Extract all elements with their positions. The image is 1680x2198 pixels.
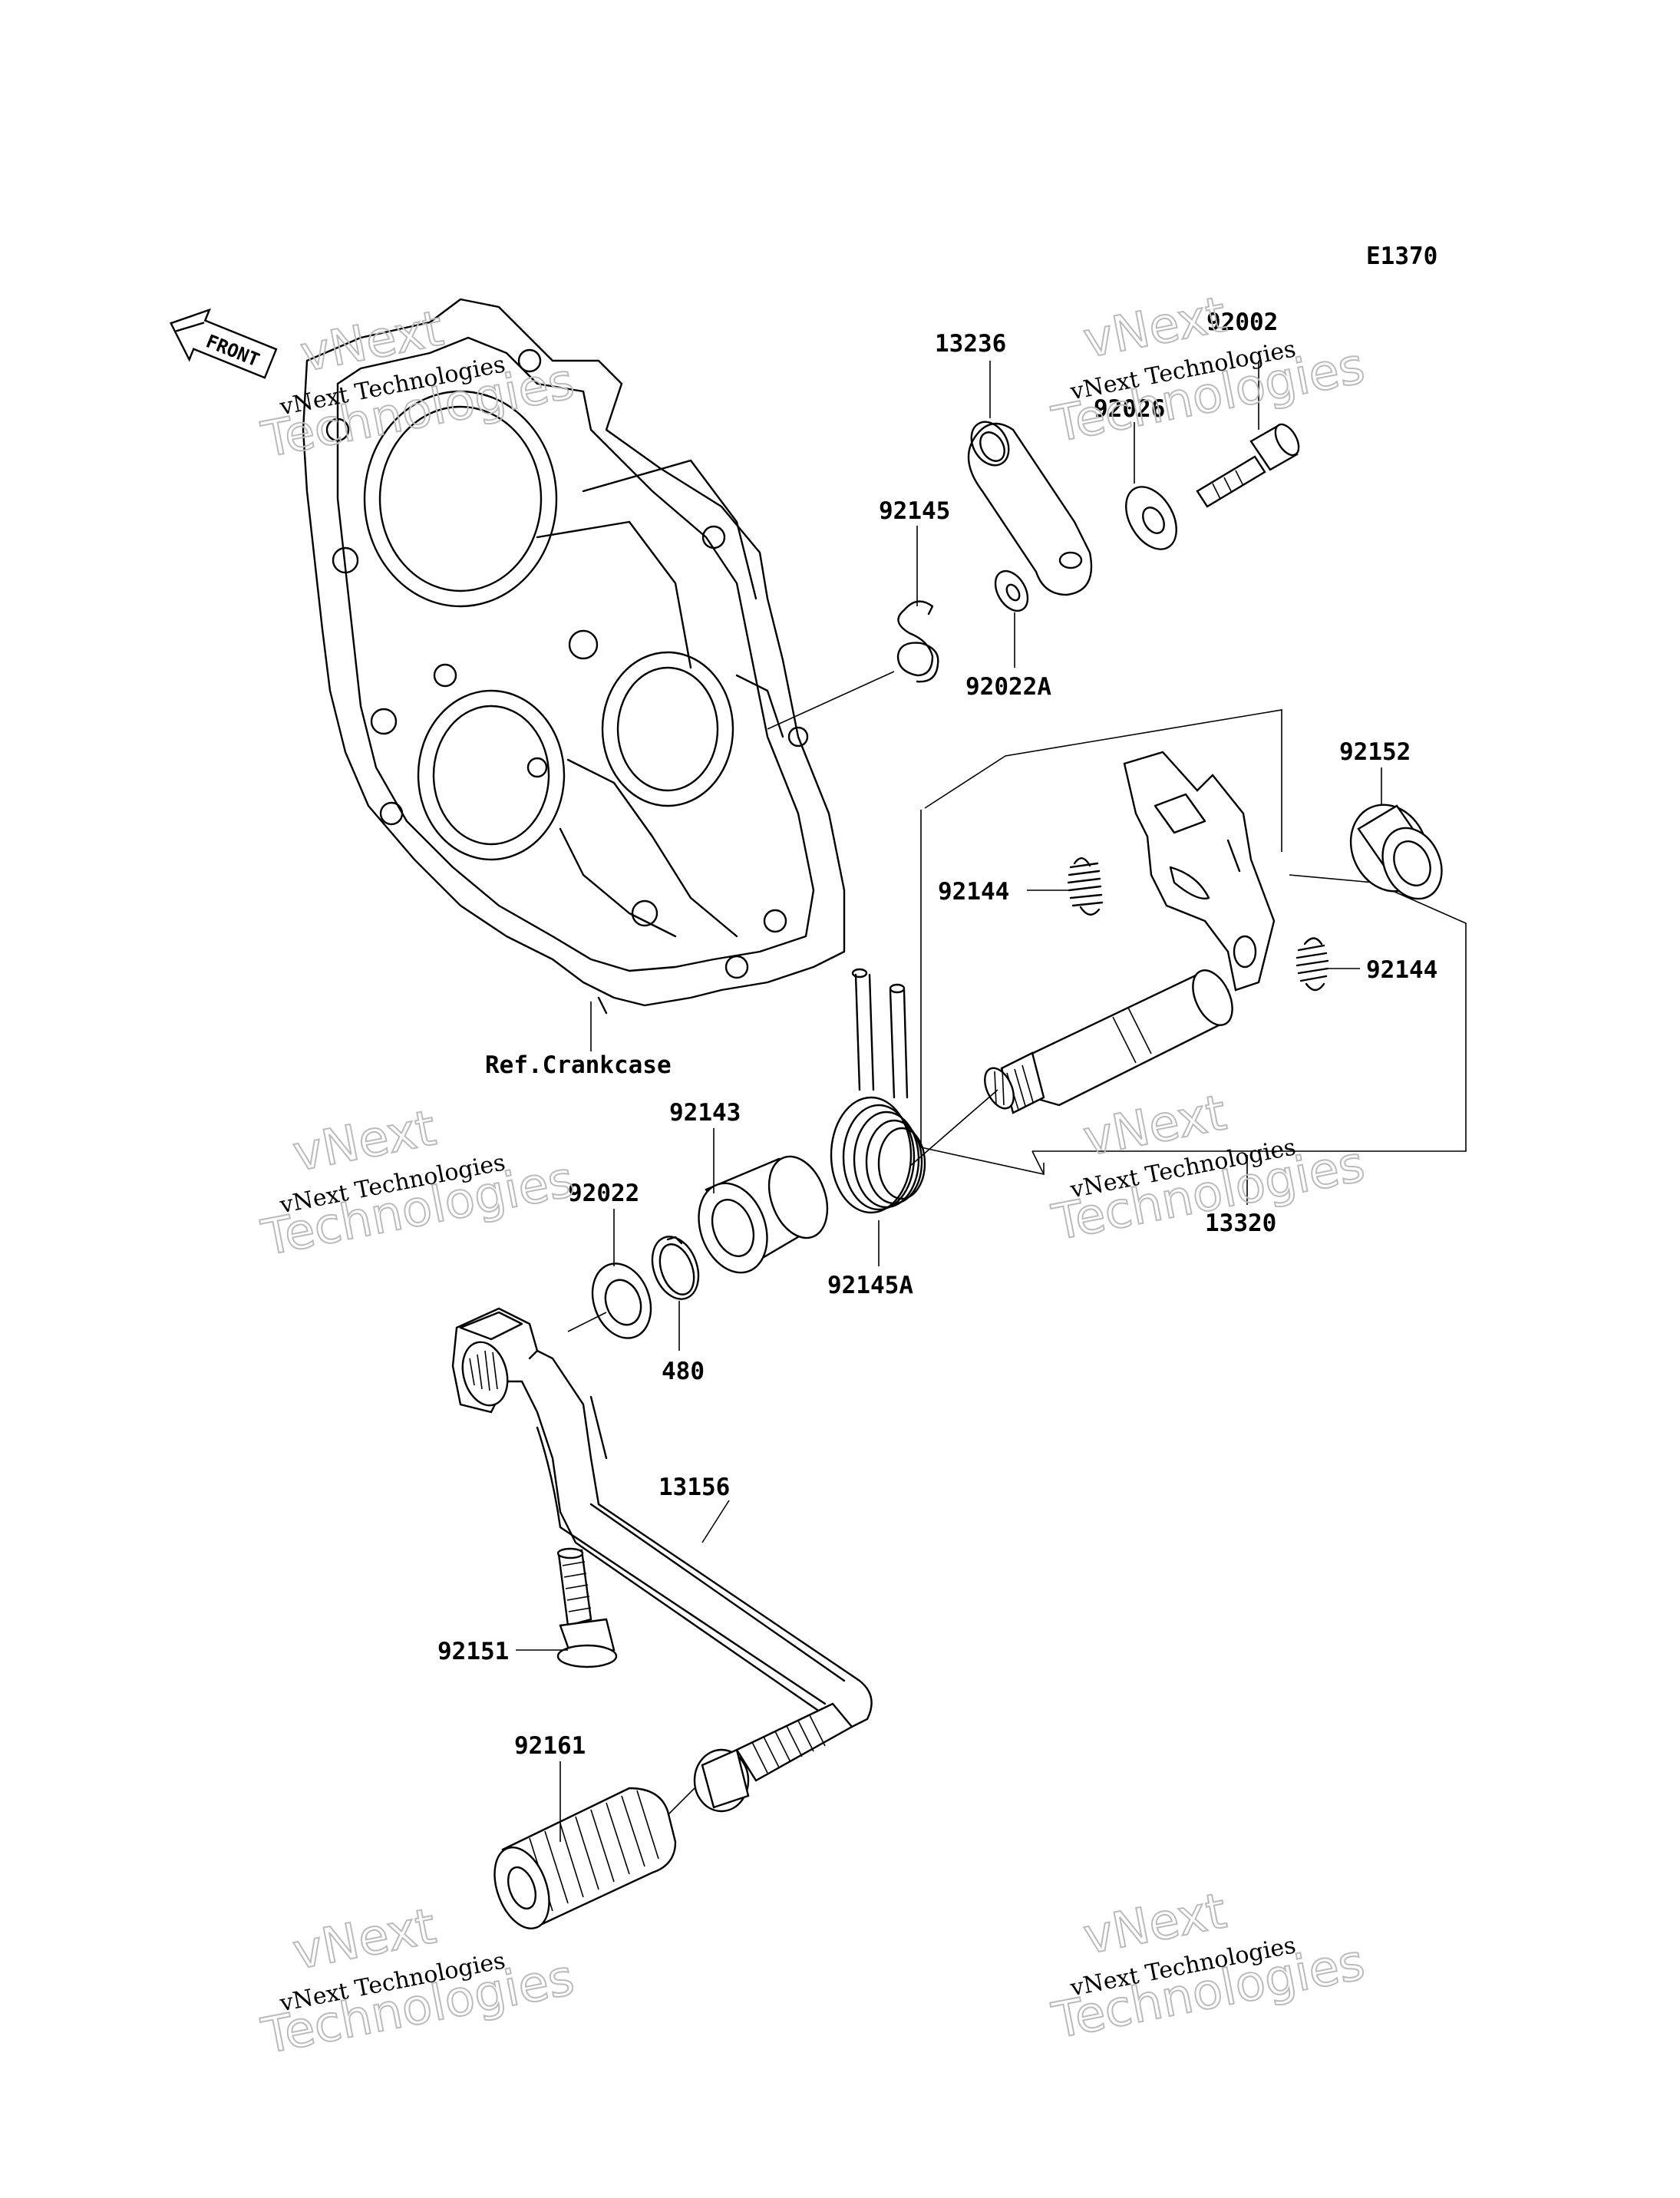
- part-label-92151[interactable]: 92151: [437, 1638, 509, 1665]
- collar-92143-drawing: [698, 1155, 829, 1274]
- washer-92022-drawing: [591, 1262, 652, 1339]
- washer-92022a-drawing: [994, 569, 1029, 612]
- footpeg-shaft-drawing: [693, 1702, 853, 1813]
- part-label-13320[interactable]: 13320: [1205, 1210, 1276, 1237]
- part-label-92161[interactable]: 92161: [514, 1732, 586, 1760]
- spring-92145-drawing: [896, 600, 939, 683]
- part-label-92143[interactable]: 92143: [669, 1099, 741, 1127]
- part-label-92022a[interactable]: 92022A: [965, 673, 1051, 701]
- leader-line: [567, 1312, 607, 1332]
- circlip-480-drawing: [651, 1236, 700, 1300]
- assembly-frame: [920, 810, 1045, 1175]
- part-label-92145a[interactable]: 92145A: [827, 1272, 913, 1299]
- ref-crankcase-label: Ref.Crankcase: [485, 1051, 672, 1079]
- spring-92144-upper-drawing: [1067, 857, 1104, 916]
- part-label-480[interactable]: 480: [662, 1358, 705, 1385]
- part-label-92002[interactable]: 92002: [1206, 309, 1278, 336]
- shift-lever-arm-drawing: [967, 421, 1093, 596]
- watermark-top-left: vNext vNext Technologies Technologies: [256, 299, 579, 470]
- assembly-frame: [1031, 1150, 1045, 1175]
- leader-line: [767, 671, 895, 730]
- front-arrow-icon: FRONT: [169, 308, 278, 379]
- part-label-92152[interactable]: 92152: [1339, 738, 1411, 766]
- assembly-frame: [1032, 882, 1467, 1152]
- collar-92152-drawing: [1349, 804, 1443, 900]
- watermark-top-right: vNext vNext Technologies Technologies: [1047, 285, 1370, 454]
- leader-line: [1289, 874, 1375, 883]
- assembly-frame: [924, 709, 1282, 852]
- spring-92145a-drawing: [830, 968, 926, 1214]
- bolt-92151-drawing: [556, 1547, 618, 1668]
- leader-lines: [516, 361, 1382, 1842]
- diagram-code: E1370: [1366, 243, 1437, 270]
- shift-pedal-drawing: [451, 1307, 873, 1728]
- washer-92026-drawing: [1125, 486, 1177, 550]
- shift-shaft-drawing: [984, 751, 1276, 1114]
- part-label-13156[interactable]: 13156: [658, 1474, 730, 1501]
- leader-line: [909, 1089, 998, 1167]
- part-label-92022[interactable]: 92022: [568, 1180, 639, 1207]
- rubber-92161-drawing: [493, 1787, 677, 1930]
- part-label-92144-lower[interactable]: 92144: [1366, 956, 1437, 984]
- part-label-92145[interactable]: 92145: [879, 497, 950, 525]
- watermark-bottom-right: vNext vNext Technologies Technologies: [1047, 1882, 1370, 2051]
- spring-92144-lower-drawing: [1295, 937, 1329, 992]
- part-label-92026[interactable]: 92026: [1094, 395, 1165, 423]
- bolt-92002-drawing: [1196, 423, 1300, 508]
- leader-line: [667, 1787, 695, 1816]
- part-label-92144-upper[interactable]: 92144: [938, 878, 1009, 906]
- watermark-mid-left: vNext vNext Technologies Technologies: [256, 1099, 579, 1268]
- crankcase-drawing: [302, 298, 846, 1015]
- part-label-13236[interactable]: 13236: [935, 330, 1006, 358]
